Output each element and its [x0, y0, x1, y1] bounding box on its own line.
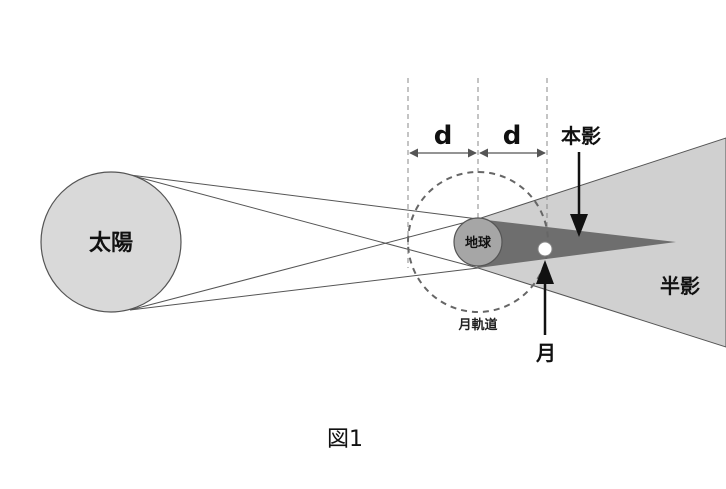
- distance-label-right: d: [503, 121, 522, 151]
- umbra-label: 本影: [561, 124, 601, 148]
- umbra-pointer-arrowhead: [570, 214, 588, 237]
- distance-guides: [407, 78, 548, 268]
- moon-label: 月: [535, 341, 556, 365]
- earth: [453, 217, 503, 267]
- figure-caption: 図1: [327, 427, 363, 452]
- moon-pointer-arrowhead: [536, 260, 554, 284]
- umbra-cone: [478, 219, 676, 268]
- penumbra-label: 半影: [660, 274, 700, 298]
- moon: [537, 241, 553, 257]
- moon-orbit-label: 月軌道: [457, 317, 497, 333]
- distance-label-left: d: [434, 121, 453, 151]
- earth-label: 地球: [465, 235, 492, 251]
- sun-label: 太陽: [89, 231, 133, 256]
- moon-orbit: [407, 171, 549, 313]
- sun: [40, 171, 182, 313]
- tangent-lines: [129, 174, 479, 311]
